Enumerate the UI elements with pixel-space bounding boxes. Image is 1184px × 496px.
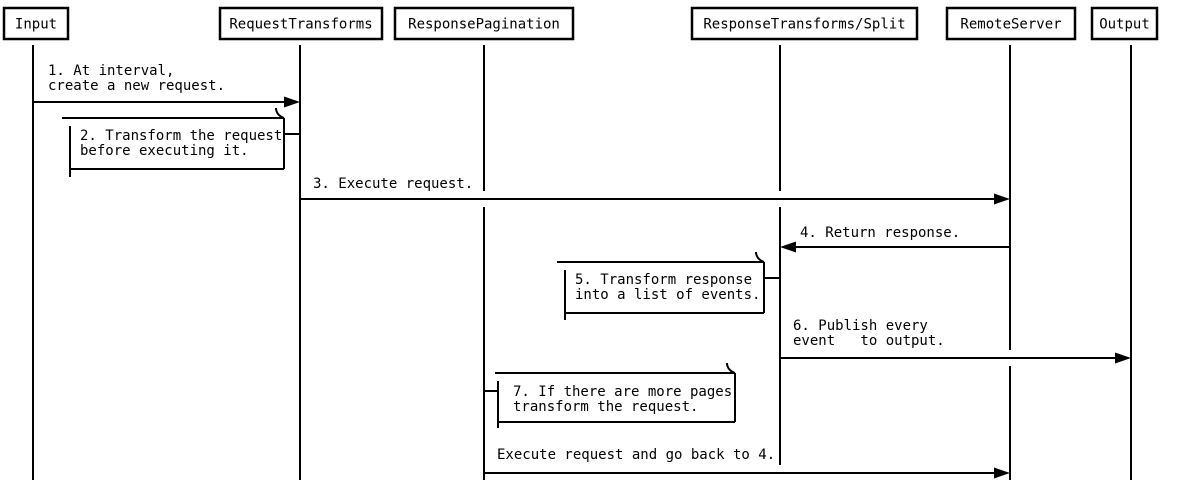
participant-response-transforms-split: ResponseTransforms/Split xyxy=(690,6,919,41)
message-1: 1. At interval, create a new request. xyxy=(33,63,300,108)
participant-box xyxy=(690,6,919,41)
participant-label: RemoteServer xyxy=(960,17,1061,33)
arrowhead-right-icon xyxy=(994,467,1010,479)
participant-label: Output xyxy=(1099,17,1150,33)
arrowhead-right-icon xyxy=(994,193,1010,205)
participant-label: ResponsePagination xyxy=(408,17,560,33)
arrowhead-right-icon xyxy=(284,96,300,108)
message-8: Execute request and go back to 4. xyxy=(484,447,1010,479)
note-curl-icon xyxy=(275,107,285,119)
message-5-self-note: 5. Transform response into a list of eve… xyxy=(557,251,780,320)
message-1-label-line1: 1. At interval, xyxy=(48,63,174,79)
note-curl-icon xyxy=(726,362,736,374)
participant-box xyxy=(1090,6,1159,41)
message-8-label: Execute request and go back to 4. xyxy=(497,447,775,463)
message-6-label-line2: event to output. xyxy=(793,333,945,349)
participant-label: RequestTransforms xyxy=(229,17,372,33)
participant-box xyxy=(945,6,1077,41)
self-note-frame xyxy=(557,261,780,320)
message-1-label-line2: create a new request. xyxy=(48,78,225,94)
note-curl-icon xyxy=(755,251,765,263)
participant-box xyxy=(2,6,70,41)
message-7-label-line2: transform the request. xyxy=(513,399,698,415)
message-5-label-line1: 5. Transform response xyxy=(575,272,752,288)
arrowhead-right-icon xyxy=(1115,352,1131,364)
message-2-label-line2: before executing it. xyxy=(80,143,249,159)
participant-box xyxy=(393,6,575,41)
self-note-frame xyxy=(62,117,300,177)
message-2-self-note: 2. Transform the request before executin… xyxy=(62,107,300,177)
lifelines xyxy=(32,45,1132,480)
participant-label: ResponseTransforms/Split xyxy=(703,17,905,33)
arrowhead-left-icon xyxy=(780,241,796,253)
message-4: 4. Return response. xyxy=(780,225,1010,253)
participant-response-pagination: ResponsePagination xyxy=(393,6,575,41)
message-6-label-line1: 6. Publish every xyxy=(793,318,928,334)
self-note-frame xyxy=(484,372,736,428)
message-4-label: 4. Return response. xyxy=(800,225,960,241)
participant-request-transforms: RequestTransforms xyxy=(218,6,384,41)
message-7-self-note: 7. If there are more pages transform the… xyxy=(484,362,736,428)
participant-input: Input xyxy=(2,6,70,41)
message-7-label-line1: 7. If there are more pages xyxy=(513,384,732,400)
message-3-label: 3. Execute request. xyxy=(313,176,473,192)
message-3: 3. Execute request. xyxy=(300,176,1010,205)
message-2-label-line1: 2. Transform the request xyxy=(80,128,282,144)
participant-label: Input xyxy=(15,17,57,33)
participant-remote-server: RemoteServer xyxy=(945,6,1077,41)
participant-output: Output xyxy=(1090,6,1159,41)
message-6: 6. Publish every event to output. xyxy=(780,318,1131,364)
participant-box xyxy=(218,6,384,41)
message-5-label-line2: into a list of events. xyxy=(575,287,760,303)
